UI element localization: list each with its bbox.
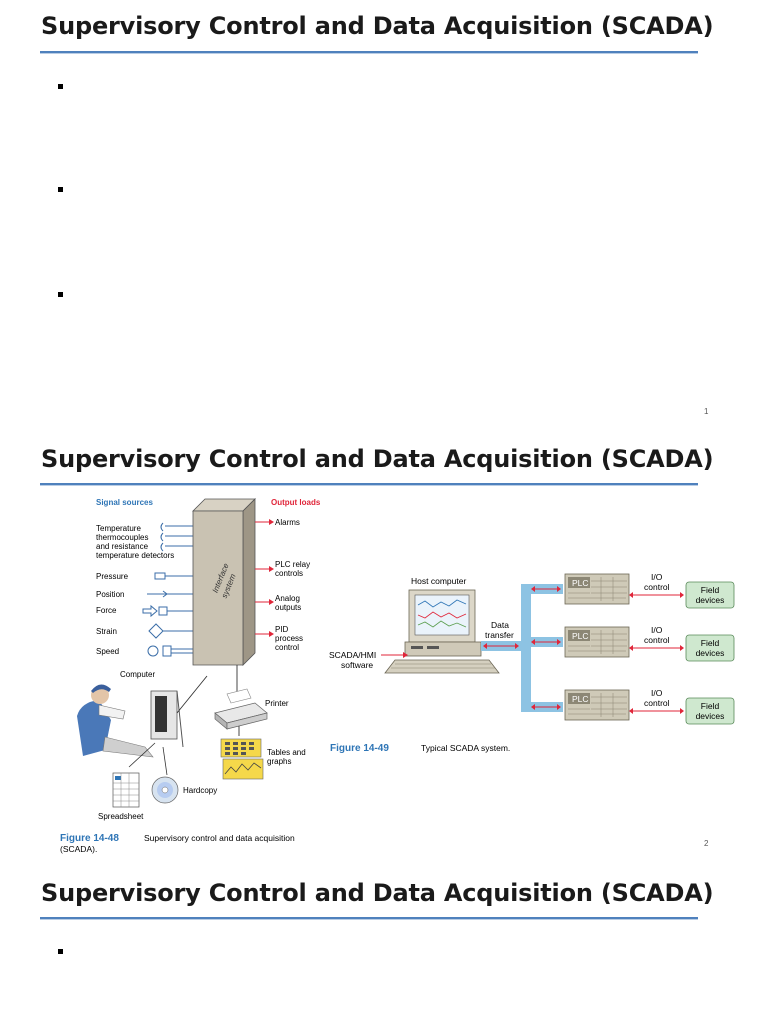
plc-label: PLC bbox=[572, 578, 589, 588]
plc-label: PLC bbox=[572, 694, 589, 704]
data-transfer-label: transfer bbox=[485, 630, 514, 640]
svg-text:devices: devices bbox=[696, 595, 725, 605]
sensor-temperature-label: and resistance bbox=[96, 542, 149, 551]
slide-number: 2 bbox=[704, 839, 709, 848]
data-bus bbox=[481, 584, 563, 712]
io-control-label: I/O bbox=[651, 572, 663, 582]
plc-label: PLC bbox=[572, 631, 589, 641]
speed-sensor-icon bbox=[147, 645, 159, 657]
field-devices-box: Field devices bbox=[685, 697, 735, 725]
plc-unit: PLC bbox=[564, 689, 630, 721]
title-underline bbox=[40, 483, 698, 485]
io-control-label: control bbox=[644, 635, 670, 645]
io-control-label: I/O bbox=[651, 688, 663, 698]
tables-label: Tables and bbox=[267, 748, 306, 757]
thermocouple-icon bbox=[160, 522, 164, 552]
printer-label: Printer bbox=[265, 699, 289, 708]
output-analog: outputs bbox=[275, 603, 301, 612]
host-computer-label: Host computer bbox=[411, 576, 466, 586]
svg-text:Field: Field bbox=[701, 638, 720, 648]
printer-icon bbox=[214, 688, 268, 730]
bullet bbox=[58, 187, 63, 192]
field-devices-box: Field devices bbox=[685, 581, 735, 609]
figure-14-48-caption: (SCADA). bbox=[60, 844, 97, 854]
tables-graphs-icon bbox=[220, 738, 264, 780]
output-alarms: Alarms bbox=[275, 518, 300, 527]
svg-text:Field: Field bbox=[701, 585, 720, 595]
figure-14-48: Signal sources Output loads Temperature … bbox=[60, 498, 321, 854]
signal-sources-label: Signal sources bbox=[96, 498, 153, 507]
output-analog: Analog bbox=[275, 594, 300, 603]
scada-software-label: software bbox=[341, 660, 373, 670]
slide-title: Supervisory Control and Data Acquisition… bbox=[41, 445, 714, 473]
bullet bbox=[58, 949, 63, 954]
computer-operator-icon bbox=[77, 684, 184, 758]
output-loads-label: Output loads bbox=[271, 498, 321, 507]
data-transfer-label: Data bbox=[491, 620, 509, 630]
spreadsheet-icon bbox=[112, 772, 140, 808]
slide-number: 1 bbox=[704, 407, 709, 416]
hardcopy-cd-icon bbox=[151, 776, 179, 804]
sensor-pressure-label: Pressure bbox=[96, 572, 129, 581]
sensor-force-label: Force bbox=[96, 606, 117, 615]
host-computer-icon bbox=[384, 589, 500, 674]
computer-label: Computer bbox=[120, 670, 155, 679]
plc-unit: PLC bbox=[564, 626, 630, 658]
title-underline bbox=[40, 917, 698, 919]
output-pid: control bbox=[275, 643, 299, 652]
output-plc-relay: PLC relay bbox=[275, 560, 310, 569]
spreadsheet-label: Spreadsheet bbox=[98, 812, 144, 821]
sensor-temperature-label: thermocouples bbox=[96, 533, 148, 542]
output-plc-relay: controls bbox=[275, 569, 303, 578]
io-control-label: I/O bbox=[651, 625, 663, 635]
figure-14-49-number: Figure 14-49 bbox=[330, 743, 389, 754]
field-devices-box: Field devices bbox=[685, 634, 735, 662]
interface-system-cabinet: Interface system bbox=[192, 498, 256, 666]
sensor-strain-label: Strain bbox=[96, 627, 117, 636]
figure-14-49: Host computer SCADA/HMI software bbox=[329, 572, 735, 754]
io-control-label: control bbox=[644, 698, 670, 708]
figure-14-48-number: Figure 14-48 bbox=[60, 833, 119, 844]
svg-text:Field: Field bbox=[701, 701, 720, 711]
figure-14-49-caption: Typical SCADA system. bbox=[421, 743, 510, 753]
plc-unit: PLC bbox=[564, 573, 630, 605]
sensor-speed-label: Speed bbox=[96, 647, 119, 656]
slide-1: Supervisory Control and Data Acquisition… bbox=[0, 0, 768, 430]
slide-2: Supervisory Control and Data Acquisition… bbox=[0, 430, 768, 862]
io-control-label: control bbox=[644, 582, 670, 592]
output-pid: process bbox=[275, 634, 303, 643]
sensor-temperature-label: temperature detectors bbox=[96, 551, 174, 560]
slide-title: Supervisory Control and Data Acquisition… bbox=[41, 879, 714, 907]
bullet bbox=[58, 84, 63, 89]
sensor-position-label: Position bbox=[96, 590, 124, 599]
figure-14-48-caption: Supervisory control and data acquisition bbox=[144, 833, 295, 843]
bullet bbox=[58, 292, 63, 297]
tables-label: graphs bbox=[267, 757, 291, 766]
output-pid: PID bbox=[275, 625, 289, 634]
svg-text:devices: devices bbox=[696, 648, 725, 658]
slide-3: Supervisory Control and Data Acquisition… bbox=[0, 862, 768, 1024]
title-underline bbox=[40, 51, 698, 53]
pressure-sensor-icon bbox=[154, 572, 166, 580]
force-sensor-icon bbox=[142, 604, 158, 618]
slide-title: Supervisory Control and Data Acquisition… bbox=[41, 12, 714, 40]
scada-hmi-label: SCADA/HMI bbox=[329, 650, 376, 660]
position-sensor-icon bbox=[147, 590, 168, 598]
sensor-temperature-label: Temperature bbox=[96, 524, 141, 533]
svg-text:devices: devices bbox=[696, 711, 725, 721]
hardcopy-label: Hardcopy bbox=[183, 786, 217, 795]
strain-sensor-icon bbox=[148, 623, 164, 639]
